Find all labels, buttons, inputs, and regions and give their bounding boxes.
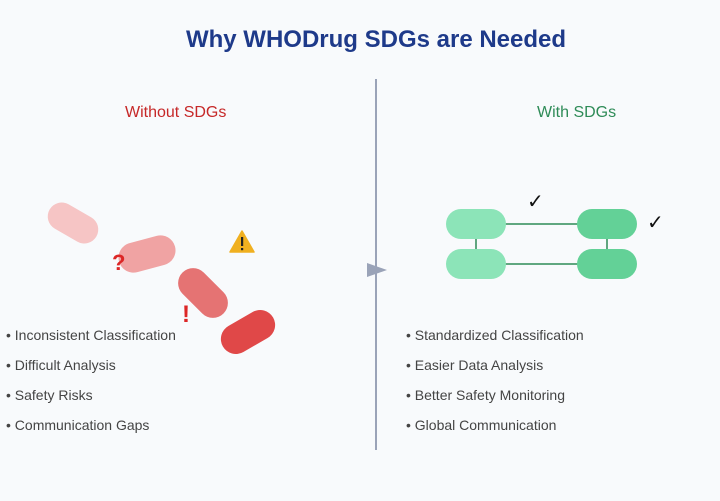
- with-sdgs-heading: With SDGs: [537, 104, 617, 121]
- check-icon: ✓: [527, 189, 544, 213]
- without-sdgs-heading: Without SDGs: [125, 104, 227, 121]
- list-item: Better Safety Monitoring: [406, 385, 584, 415]
- exclamation-icon: !: [182, 301, 190, 328]
- page-title: Why WHODrug SDGs are Needed: [185, 26, 567, 53]
- without-sdgs-list: Inconsistent Classification Difficult An…: [6, 325, 176, 445]
- pill-1: [47, 202, 99, 244]
- arrow-icon: [367, 263, 387, 277]
- pill-2: [118, 235, 176, 273]
- with-sdgs-list: Standardized Classification Easier Data …: [406, 325, 584, 445]
- structured-pills: [446, 209, 637, 279]
- pill-3: [178, 268, 228, 318]
- list-item: Inconsistent Classification: [6, 325, 176, 355]
- pill-c: [577, 209, 637, 239]
- list-item: Communication Gaps: [6, 415, 176, 445]
- pill-d: [577, 249, 637, 279]
- list-item: Difficult Analysis: [6, 355, 176, 385]
- pill-4: [220, 310, 276, 354]
- list-item: Standardized Classification: [406, 325, 584, 355]
- pill-b: [446, 249, 506, 279]
- question-icon: ?: [112, 250, 125, 275]
- pill-a: [446, 209, 506, 239]
- disordered-pills: [47, 202, 276, 354]
- check-icon: ✓: [647, 210, 664, 234]
- list-item: Easier Data Analysis: [406, 355, 584, 385]
- list-item: Global Communication: [406, 415, 584, 445]
- list-item: Safety Risks: [6, 385, 176, 415]
- warning-icon: [229, 230, 255, 253]
